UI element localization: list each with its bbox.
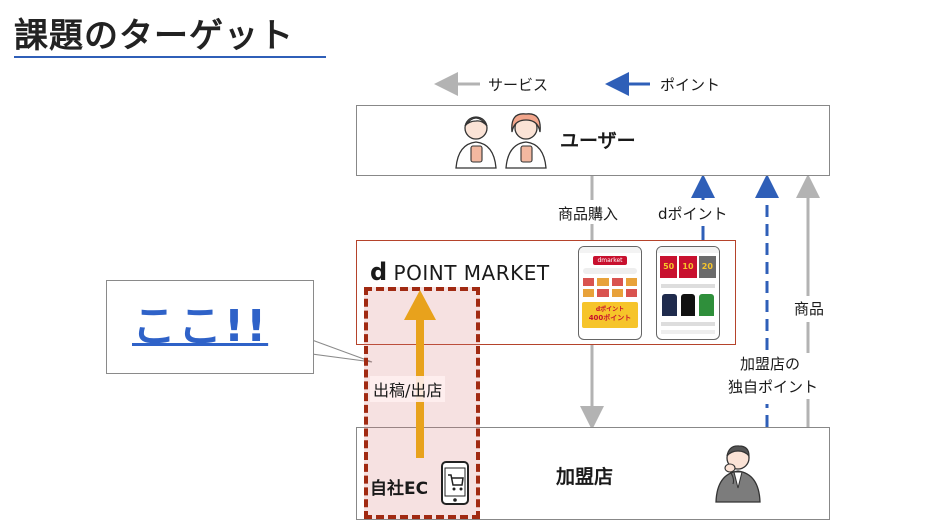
d-point-label: dポイント (656, 203, 730, 224)
screenshot-badge-2: 10 (679, 256, 697, 278)
legend-point-label: ポイント (660, 76, 721, 94)
store-point-label: 加盟店の 独自ポイント (726, 353, 819, 399)
product-thumb-icon (680, 294, 696, 316)
store-point-label-line2: 独自ポイント (728, 378, 819, 396)
own-ec-label: 自社EC (370, 479, 429, 499)
store-node (356, 427, 830, 520)
d-point-market-node (356, 240, 736, 345)
market-logo-d: d (370, 258, 388, 286)
smartphone-cart-icon (441, 461, 469, 505)
screenshot-banner-line2: 400ポイント (588, 314, 632, 322)
market-app-screenshot-left: dmarket dポイント 400ポイント (578, 246, 642, 340)
user-node (356, 105, 830, 176)
callout-box (106, 280, 314, 374)
screenshot-badge-1: 50 (660, 256, 678, 278)
market-logo-name: POINT MARKET (393, 261, 550, 285)
market-logo: d POINT MARKET (370, 258, 550, 286)
legend-service-label: サービス (488, 76, 549, 94)
screenshot-banner-line1: dポイント (595, 306, 625, 313)
listing-label: 出稿/出店 (370, 376, 446, 402)
users-illustration-icon (455, 113, 547, 169)
market-app-screenshot-right: 50 10 20 (656, 246, 720, 340)
page-title: 課題のターゲット (14, 16, 294, 56)
store-label: 加盟店 (556, 466, 614, 488)
store-point-label-line1: 加盟店の (739, 355, 800, 373)
screenshot-badge-3: 20 (698, 256, 716, 278)
user-label: ユーザー (560, 130, 636, 152)
listing-arrow (404, 290, 436, 458)
product-thumb-icon (662, 294, 677, 316)
purchase-label: 商品購入 (556, 203, 621, 224)
title-underline (14, 56, 326, 58)
product-label: 商品 (792, 298, 827, 319)
product-thumb-icon (699, 294, 715, 316)
screenshot-brand: dmarket (593, 256, 627, 265)
callout-text: ここ!! (132, 301, 269, 352)
store-owner-icon (715, 445, 761, 503)
